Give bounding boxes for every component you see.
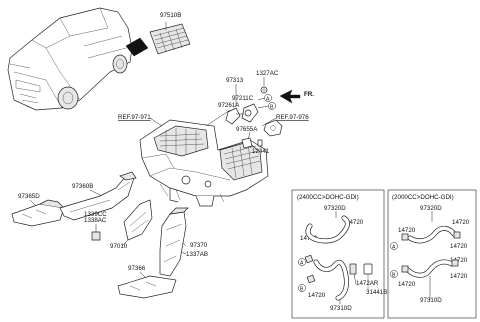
label-97010: 97010 bbox=[110, 243, 128, 250]
svg-text:B: B bbox=[392, 272, 396, 278]
label-97370: 97370 bbox=[190, 242, 208, 249]
box2-label-14720-a: 14720 bbox=[452, 219, 470, 226]
box2-label-97310d: 97310D bbox=[420, 297, 442, 304]
box2-label-14720-e: 14720 bbox=[398, 281, 416, 288]
box-2400cc bbox=[291, 189, 385, 319]
box1-hoses bbox=[304, 215, 373, 301]
label-97313: 97313 bbox=[226, 77, 244, 84]
box2-marker-a: A bbox=[390, 242, 398, 250]
box1-label-14720-a: 14720 bbox=[300, 235, 318, 242]
marker-b-top: B bbox=[268, 102, 276, 110]
box2-label-97320d: 97320D bbox=[420, 205, 442, 212]
label-97510b: 97510B bbox=[160, 12, 181, 19]
svg-text:B: B bbox=[300, 286, 304, 292]
part-97370-duct bbox=[159, 207, 189, 277]
box1-label-97310d: 97310D bbox=[330, 305, 352, 312]
box2-marker-b: B bbox=[390, 270, 398, 278]
label-1339cc: 1339CC bbox=[84, 211, 107, 218]
svg-text:B: B bbox=[270, 104, 274, 110]
box1-title: (2400CC>DOHC-GDI) bbox=[297, 194, 359, 201]
label-97261a: 97261A bbox=[218, 102, 240, 109]
front-direction-arrow bbox=[279, 89, 301, 104]
label-97360b: 97360B bbox=[72, 183, 93, 190]
box2-label-14720-c: 14720 bbox=[450, 243, 468, 250]
part-97510b-grille bbox=[149, 22, 191, 55]
ref-97-976-connector bbox=[263, 119, 283, 137]
box-2000cc bbox=[387, 189, 477, 319]
box1-label-1472ar: 1472AR bbox=[356, 280, 379, 287]
ref-97-971: REF.97-971 bbox=[118, 114, 151, 121]
svg-text:A: A bbox=[266, 96, 270, 102]
label-12441: 12441 bbox=[252, 148, 270, 155]
box1-label-14720-c: 14720 bbox=[308, 292, 326, 299]
part-97360b-duct bbox=[59, 171, 137, 221]
box1-marker-a: A bbox=[298, 258, 306, 266]
box1-label-31441b: 31441B bbox=[366, 289, 387, 296]
part-97366 bbox=[117, 275, 177, 299]
svg-text:A: A bbox=[392, 244, 396, 250]
label-97655a: 97655A bbox=[236, 126, 258, 133]
box2-label-14720-b: 14720 bbox=[398, 227, 416, 234]
label-97366: 97366 bbox=[128, 265, 146, 272]
ref-97-976: REF.97-976 bbox=[276, 114, 309, 121]
box2-title: (2000CC>DOHC-GDI) bbox=[392, 194, 454, 201]
vehicle-illustration bbox=[7, 7, 149, 111]
part-1339cc-clip bbox=[91, 231, 101, 241]
label-1338ac: 1338AC bbox=[84, 217, 107, 224]
part-97010-duct bbox=[123, 199, 153, 241]
part-97655a bbox=[241, 137, 253, 149]
box1-label-14720-b: 14720 bbox=[346, 219, 364, 226]
label-1327ac: 1327AC bbox=[256, 70, 279, 77]
label-97365d: 97365D bbox=[18, 193, 40, 200]
box1-marker-b: B bbox=[298, 284, 306, 292]
marker-a-top: A bbox=[264, 94, 272, 102]
part-97365d bbox=[11, 199, 65, 227]
box2-label-14720-d: 14720 bbox=[450, 257, 468, 264]
box2-label-14720-f: 14720 bbox=[450, 273, 468, 280]
hvac-unit bbox=[139, 119, 269, 207]
small-parts-cluster bbox=[205, 86, 268, 127]
label-97211c: 97211C bbox=[232, 95, 254, 102]
box1-label-97320d: 97320D bbox=[324, 205, 346, 212]
part-12441-screw bbox=[257, 139, 263, 150]
label-1337ab: 1337AB bbox=[186, 251, 208, 258]
box2-hoses bbox=[401, 225, 461, 300]
label-fr: FR. bbox=[304, 91, 314, 98]
svg-text:A: A bbox=[300, 260, 304, 266]
